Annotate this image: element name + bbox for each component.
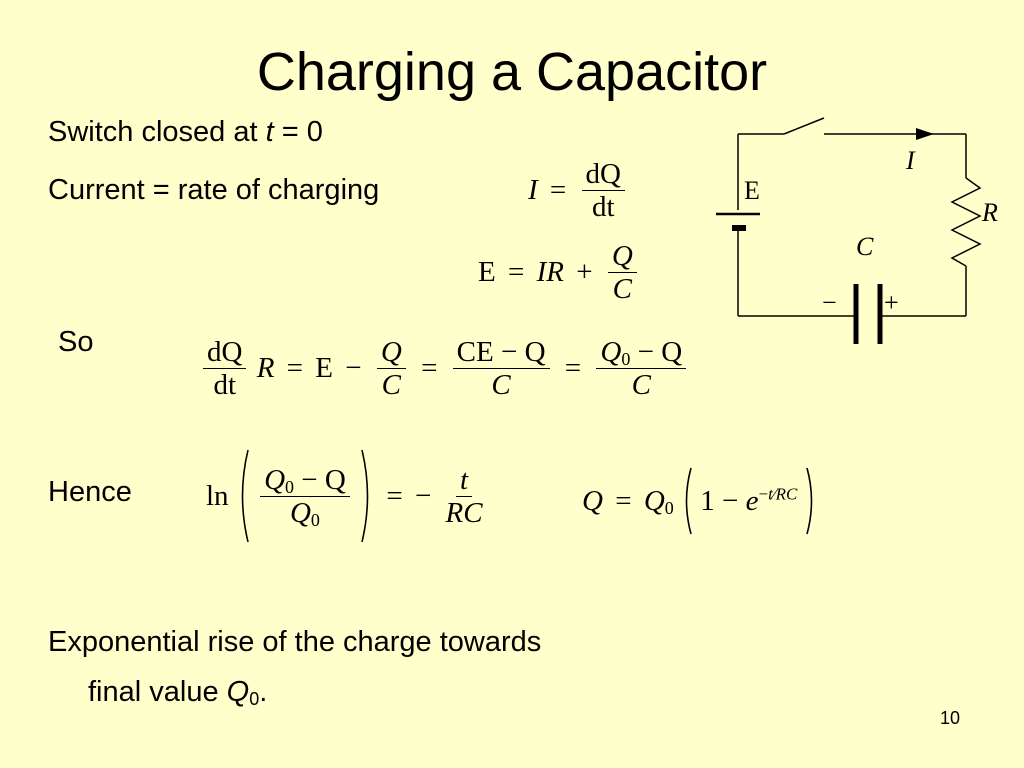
eq4-right-paren <box>361 449 369 543</box>
eq4-num-2: t <box>456 464 473 497</box>
eq5-q0: Q0 <box>644 485 674 518</box>
eq5-lhs: Q <box>582 484 603 517</box>
eq4-den-sub: 0 <box>310 509 320 530</box>
eq3-minus: − <box>345 352 362 384</box>
eq4-fraction-1: Q0 − Q Q0 <box>260 464 350 529</box>
eq5-left-paren <box>685 467 692 535</box>
equation-current: I = dQ dt <box>528 158 628 223</box>
eq5-exponent: −t⁄RC <box>758 483 798 503</box>
eq3-fraction-2: Q C <box>376 336 406 401</box>
eq3-num-4-rest: − Q <box>630 336 683 368</box>
current-arrow-icon <box>916 128 934 140</box>
so-label: So <box>58 326 94 358</box>
eq1-lhs: I <box>528 174 538 206</box>
eq3-num-2: Q <box>376 336 406 369</box>
equation-differential: dQ dt R = E − Q C = CE − Q C = Q0 − Q C <box>200 336 689 401</box>
eq2-plus: + <box>576 256 593 288</box>
switch-closed-line: Switch closed at t = 0 <box>48 114 323 150</box>
conclusion-var: Q <box>226 676 250 708</box>
equation-solution: Q = Q0 1 − e−t⁄RC <box>582 466 817 536</box>
circuit-label-resistor: R <box>982 198 998 227</box>
eq3-emf: E <box>315 352 333 384</box>
slide-title: Charging a Capacitor <box>256 42 768 102</box>
eq1-fraction: dQ dt <box>581 158 625 223</box>
eq5-right-paren <box>805 467 812 535</box>
eq5-exp-den: RC <box>775 483 798 503</box>
circuit-label-minus: − <box>822 288 837 317</box>
eq4-equals: = <box>386 479 403 512</box>
eq4-den-2: RC <box>445 496 483 529</box>
conclusion-suffix: . <box>259 676 268 708</box>
eq5-exp-num: t <box>768 483 773 503</box>
switch-closed-var: t <box>265 116 274 148</box>
eq3-equals-2: = <box>421 352 438 384</box>
eq2-ir: IR <box>536 256 564 288</box>
eq5-q0-sub: 0 <box>664 497 674 518</box>
eq1-equals: = <box>549 174 567 206</box>
eq4-ln: ln <box>206 479 229 512</box>
eq3-den-1: dt <box>213 369 236 401</box>
eq3-den-2: C <box>381 369 401 401</box>
eq3-den-3: C <box>491 369 511 401</box>
eq5-one: 1 <box>700 484 715 517</box>
eq3-r: R <box>256 352 275 384</box>
eq3-num-1: dQ <box>203 336 247 369</box>
eq4-left-paren <box>241 449 249 543</box>
circuit-label-current: I <box>906 146 915 175</box>
eq3-fraction-1: dQ dt <box>203 336 247 401</box>
switch-closed-prefix: Switch closed at <box>48 116 266 148</box>
eq4-num-q: Q <box>264 463 286 496</box>
eq3-num-4-sub: 0 <box>621 349 631 369</box>
eq1-denominator: dt <box>591 191 615 223</box>
circuit-label-plus: + <box>884 288 899 317</box>
eq3-num-4-q: Q <box>600 336 622 368</box>
eq2-fraction: Q C <box>607 240 637 305</box>
eq3-fraction-4: Q0 − Q C <box>596 336 687 401</box>
eq4-den-q: Q <box>289 496 311 529</box>
eq3-num-3: CE − Q <box>452 336 550 369</box>
conclusion-sub: 0 <box>249 689 260 709</box>
eq5-exp-minus: − <box>758 483 769 503</box>
eq5-q0-q: Q <box>643 484 665 517</box>
eq2-emf: E <box>478 256 496 288</box>
page-number: 10 <box>940 708 961 728</box>
eq3-fraction-3: CE − Q C <box>452 336 550 401</box>
rc-circuit-diagram <box>716 117 982 344</box>
eq1-numerator: dQ <box>581 158 625 191</box>
equation-kirchhoff: E = IR + Q C <box>478 240 640 305</box>
eq4-minus: − <box>414 479 432 512</box>
conclusion-line-1: Exponential rise of the charge towards <box>48 626 542 658</box>
switch-closed-suffix: = 0 <box>273 116 323 148</box>
eq5-exp-term: e−t⁄RC <box>746 485 798 518</box>
eq3-den-4: C <box>631 369 651 401</box>
eq3-equals-3: = <box>564 352 582 384</box>
circuit-label-capacitor: C <box>856 232 874 261</box>
equation-log: ln Q0 − Q Q0 = − t RC <box>206 448 490 544</box>
eq5-minus: − <box>722 484 739 517</box>
switch-icon <box>783 117 825 135</box>
eq4-den-1: Q0 <box>286 497 324 529</box>
eq2-numerator: Q <box>607 240 637 273</box>
eq4-num-sub: 0 <box>285 476 295 497</box>
eq2-equals: = <box>507 256 525 288</box>
eq3-num-4: Q0 − Q <box>596 336 687 369</box>
eq4-fraction-2: t RC <box>442 464 487 529</box>
eq2-denominator: C <box>612 273 632 305</box>
eq4-num-1: Q0 − Q <box>260 464 350 497</box>
eq5-e: e <box>745 484 759 517</box>
eq5-equals: = <box>615 484 632 517</box>
eq3-equals-1: = <box>286 352 304 384</box>
eq4-num-rest: − Q <box>294 463 346 496</box>
circuit-label-emf: E <box>744 176 760 205</box>
current-line: Current = rate of charging <box>48 174 380 206</box>
conclusion-prefix: final value <box>88 676 227 708</box>
resistor-icon <box>950 177 982 267</box>
hence-label: Hence <box>48 476 132 508</box>
conclusion-line-2: final value Q0. <box>88 674 267 710</box>
